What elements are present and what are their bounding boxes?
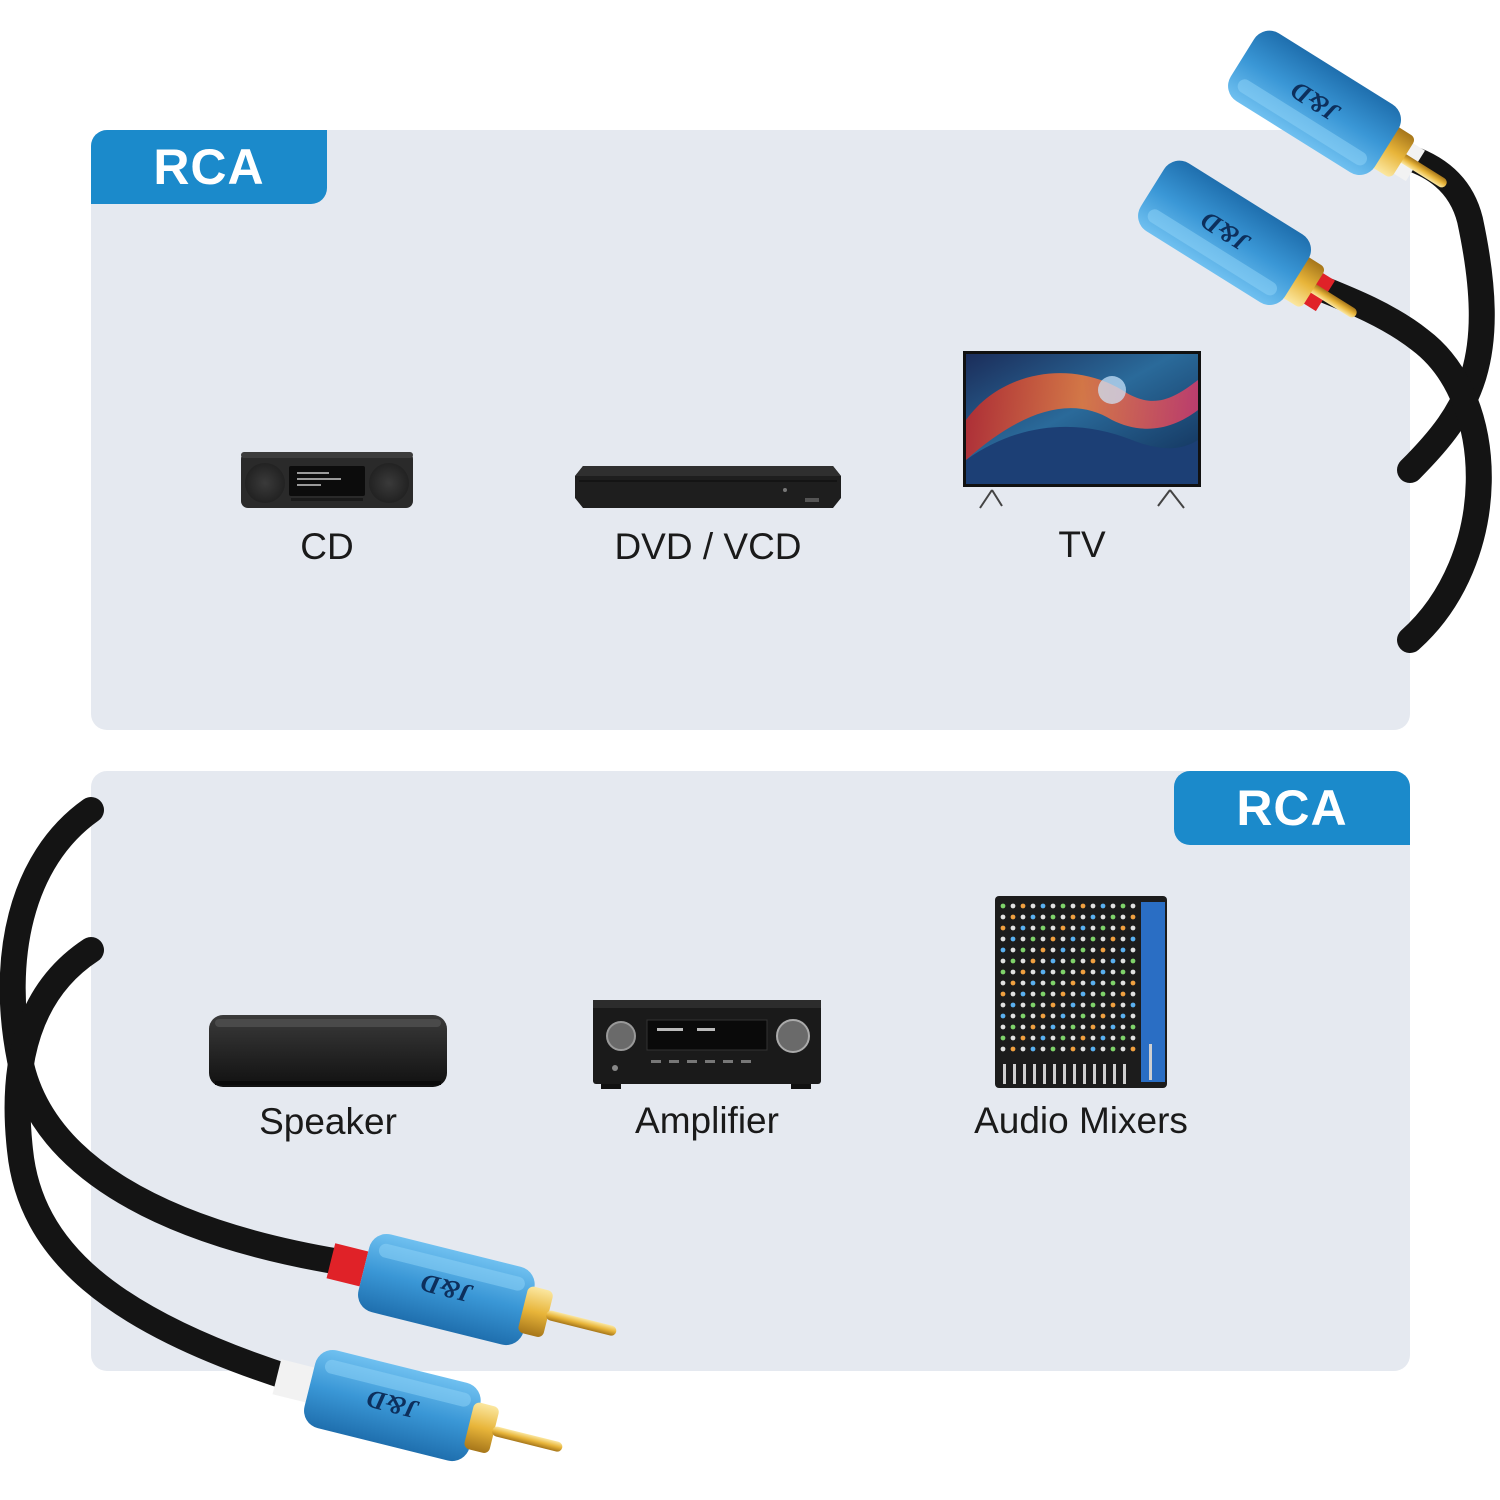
brand-mark: J&D: [364, 1384, 423, 1425]
rca-tag-top: RCA: [91, 130, 327, 204]
device-label-audio-mixers: Audio Mixers: [974, 1100, 1188, 1141]
device-label-cd: CD: [300, 526, 354, 567]
cd-player-icon: [241, 452, 413, 508]
device-cd: CD: [227, 446, 427, 568]
audio-mixer-icon: [995, 896, 1167, 1088]
device-audio-mixers: Audio Mixers: [950, 894, 1212, 1142]
speaker-icon: [209, 1015, 447, 1087]
device-tv: TV: [962, 350, 1202, 566]
device-label-dvd-vcd: DVD / VCD: [614, 526, 802, 567]
dvd-player-icon: [575, 466, 841, 508]
device-dvd-vcd: DVD / VCD: [568, 462, 848, 568]
device-label-amplifier: Amplifier: [635, 1100, 779, 1141]
top-device-panel: [91, 130, 1410, 730]
tv-icon: [963, 351, 1201, 509]
cable-top-white: [1397, 145, 1495, 483]
rca-tag-bottom: RCA: [1174, 771, 1410, 845]
amplifier-icon: [593, 1000, 821, 1089]
device-label-speaker: Speaker: [259, 1101, 397, 1142]
device-label-tv: TV: [1058, 524, 1106, 565]
device-speaker: Speaker: [200, 1011, 456, 1143]
device-amplifier: Amplifier: [587, 998, 827, 1142]
